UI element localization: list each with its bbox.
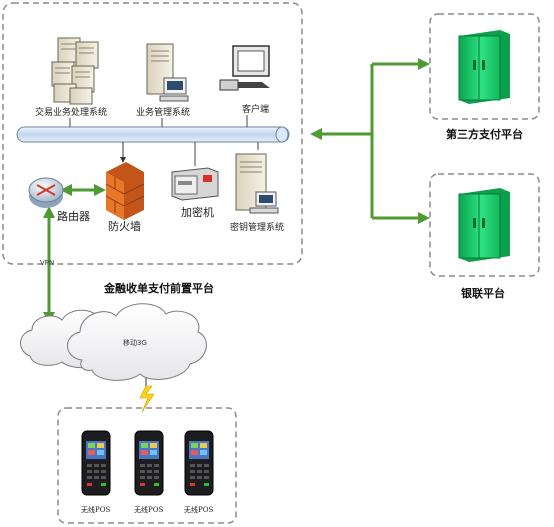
- router-label: 路由器: [57, 209, 90, 223]
- unionpay-server-icon: [458, 188, 510, 262]
- platform-group-box: [2, 2, 303, 265]
- encryptor-icon: [171, 167, 219, 201]
- pos-terminal-3: [184, 430, 214, 496]
- trade-server-icon: [51, 37, 99, 105]
- key-mgmt-label: 密钥管理系统: [230, 221, 284, 233]
- pos-terminal-1: [81, 430, 111, 496]
- encryptor-label: 加密机: [181, 205, 214, 219]
- third-party-group-box: [429, 13, 540, 120]
- link-platform-to-banks: [310, 58, 430, 224]
- unionpay-group-box: [429, 173, 540, 277]
- third-party-server-icon: [458, 30, 510, 104]
- firewall-icon: [105, 162, 145, 220]
- router-icon: [28, 177, 64, 208]
- key-server-icon: [235, 153, 279, 214]
- vpn-label: VPN: [40, 259, 54, 267]
- wireless-signal-icon: [139, 378, 155, 413]
- terminal-group-box: [57, 407, 237, 524]
- pos-label-1: 无线POS: [81, 505, 110, 514]
- client-pc-icon: [219, 45, 270, 91]
- cloud-label: 移动3G: [123, 338, 147, 347]
- pos-label-2: 无线POS: [134, 505, 163, 514]
- platform-title: 金融收单支付前置平台: [103, 281, 214, 295]
- firewall-label: 防火墙: [108, 219, 141, 233]
- pos-label-3: 无线POS: [184, 505, 213, 514]
- trade-system-label: 交易业务处理系统: [35, 106, 107, 118]
- pos-terminal-2: [134, 430, 164, 496]
- business-server-icon: [146, 43, 189, 102]
- cloud-front-icon: [67, 303, 207, 381]
- network-bus: [16, 126, 290, 143]
- third-party-label: 第三方支付平台: [446, 127, 523, 141]
- business-mgmt-label: 业务管理系统: [136, 106, 190, 118]
- client-label: 客户端: [242, 103, 269, 115]
- unionpay-label: 银联平台: [461, 286, 505, 300]
